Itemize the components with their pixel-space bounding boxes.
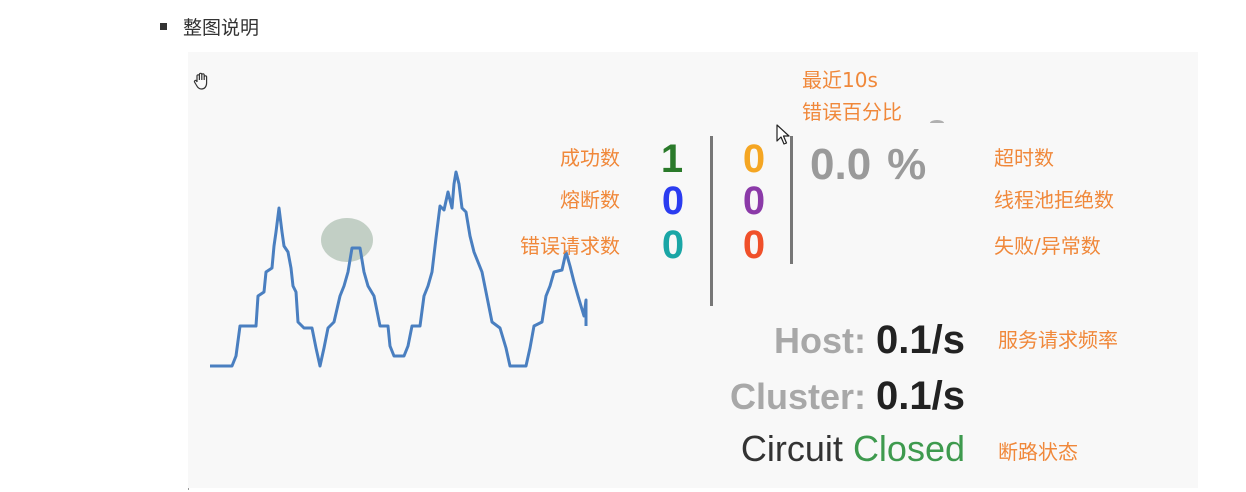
error-percentage: 0.0% — [810, 140, 926, 190]
host-rate-value: 0.1/s — [876, 318, 965, 362]
sparkline-path — [210, 170, 588, 368]
host-rate-label: Host: — [774, 320, 867, 361]
bottom-edge-mark — [188, 488, 189, 490]
failure-count: 0 — [742, 223, 766, 267]
host-rate-row: Host: 0.1/s — [774, 318, 965, 363]
timeout-label: 超时数 — [994, 146, 1054, 170]
bullet-icon — [160, 22, 167, 30]
pct-overlay-mark — [930, 120, 944, 126]
circuit-state-label: 断路状态 — [998, 440, 1078, 464]
error-percentage-unit: % — [887, 140, 927, 189]
health-circle — [321, 218, 373, 262]
short-circuited-label: 熔断数 — [560, 188, 620, 212]
circuit-label: Circuit — [740, 428, 843, 469]
hand-icon — [193, 72, 208, 90]
circuit-status: Closed — [852, 428, 965, 469]
cluster-rate-label: Cluster: — [730, 376, 867, 417]
section-heading-text: 整图说明 — [183, 16, 260, 39]
timeout-count: 0 — [742, 137, 766, 181]
cluster-rate-value: 0.1/s — [876, 374, 965, 418]
bad-request-label: 错误请求数 — [520, 234, 620, 258]
request-volume-sparkline — [210, 170, 588, 368]
thread-pool-rejected-label: 线程池拒绝数 — [994, 188, 1114, 212]
error-pct-title-line1: 最近10s — [802, 68, 878, 92]
hystrix-dashboard-image: 最近10s 错误百分比 成功数 熔断数 错误请求数 1 0 0 0 0 0 0.… — [188, 52, 1198, 488]
divider-left — [710, 136, 713, 306]
circuit-status-row: Circuit Closed — [741, 428, 965, 470]
success-label: 成功数 — [560, 146, 620, 170]
mouse-cursor-icon — [776, 124, 790, 145]
error-percentage-value: 0.0 — [810, 140, 872, 189]
failure-label: 失败/异常数 — [994, 234, 1101, 258]
cluster-rate-row: Cluster: 0.1/s — [730, 374, 965, 419]
thread-pool-rejected-count: 0 — [742, 179, 766, 223]
success-count: 1 — [660, 137, 684, 181]
section-heading: 整图说明 — [160, 12, 259, 40]
error-pct-title-line2: 错误百分比 — [802, 100, 902, 124]
request-rate-label: 服务请求频率 — [998, 328, 1118, 352]
short-circuited-count: 0 — [661, 179, 685, 223]
bad-request-count: 0 — [661, 223, 685, 267]
divider-right — [790, 136, 793, 264]
